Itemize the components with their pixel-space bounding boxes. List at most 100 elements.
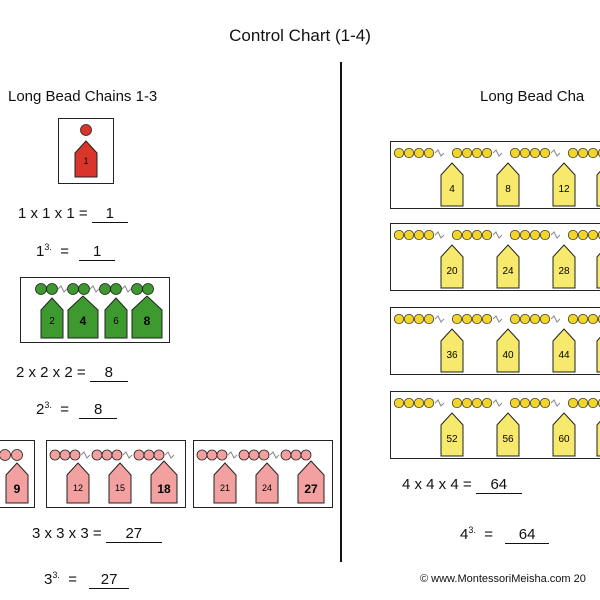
tag-label: 44 <box>558 350 570 361</box>
tag-shape <box>496 328 520 373</box>
tag-label: 24 <box>262 483 272 493</box>
bead-chain-link <box>434 231 445 239</box>
chain-1-multiplication: 1 x 1 x 1 = 1 <box>18 205 128 223</box>
bead <box>403 397 415 409</box>
bead <box>461 397 473 409</box>
tag-shape <box>440 412 464 457</box>
bead <box>567 313 579 325</box>
bead <box>413 313 425 325</box>
bead-chain-link <box>434 149 445 157</box>
bead-chain-link <box>434 315 445 323</box>
tag-label: 15 <box>115 483 125 493</box>
bead-chain-link <box>492 231 503 239</box>
bead <box>471 229 483 241</box>
tag-label: 4 <box>80 314 87 328</box>
bead-chain-link <box>550 149 561 157</box>
bead <box>587 397 599 409</box>
bead <box>451 313 463 325</box>
bead-chain-link <box>434 399 445 407</box>
bead <box>577 313 589 325</box>
bead <box>529 229 541 241</box>
bead <box>577 397 589 409</box>
bead <box>509 313 521 325</box>
tag-shape <box>596 170 600 207</box>
tag-shape <box>552 244 576 289</box>
bead <box>567 397 579 409</box>
chain-3-cube: 33. = 27 <box>44 570 130 589</box>
chain-1-cube-answer: 1 <box>79 243 116 261</box>
bead <box>577 229 589 241</box>
tag-shape <box>496 412 520 457</box>
chain-3-cube-answer: 27 <box>89 571 130 589</box>
tag-label: 56 <box>502 434 514 445</box>
bead <box>451 229 463 241</box>
bead <box>509 397 521 409</box>
page-title: Control Chart (1-4) <box>229 26 371 45</box>
chain-3-graphic-2: 12 15 18 <box>49 449 178 504</box>
chain-2-graphic: 2 4 6 8 <box>35 283 163 339</box>
chain-4-row-4: 52 56 60 <box>390 391 600 459</box>
bead <box>509 147 521 159</box>
bead <box>461 313 473 325</box>
tag-label: 9 <box>14 482 21 496</box>
bead-chain-link <box>492 149 503 157</box>
chain-4-multiplication: 4 x 4 x 4 = 64 <box>402 476 522 494</box>
bead <box>519 313 531 325</box>
bead <box>471 397 483 409</box>
bead <box>471 313 483 325</box>
chain-4-answer: 64 <box>475 476 522 494</box>
bead-chain-link <box>492 399 503 407</box>
tag-label: 60 <box>558 434 570 445</box>
chain-4-cube-answer: 64 <box>505 526 550 544</box>
chain-2-cube-answer: 8 <box>79 401 118 419</box>
bead <box>587 147 599 159</box>
tag-shape <box>74 140 98 178</box>
left-section-heading: Long Bead Chains 1-3 <box>8 88 158 105</box>
bead <box>481 313 493 325</box>
tag-shape <box>596 336 600 373</box>
bead <box>539 313 551 325</box>
chain-3-multiplication: 3 x 3 x 3 = 27 <box>32 525 162 543</box>
chain-1-card: 1 <box>58 118 114 184</box>
bead <box>529 313 541 325</box>
chain-3-card-2: 12 15 18 <box>46 440 186 508</box>
chain-1-graphic: 1 <box>74 124 98 178</box>
chain-1-answer: 1 <box>91 205 128 223</box>
bead-chain-link <box>550 231 561 239</box>
bead <box>393 229 405 241</box>
chain-3-graphic-1: 9 <box>0 449 29 504</box>
bead <box>567 229 579 241</box>
bead <box>577 147 589 159</box>
bead <box>481 229 493 241</box>
bead <box>587 229 599 241</box>
bead <box>451 397 463 409</box>
chain-4-row-graphic: 52 56 60 <box>393 397 600 457</box>
tag-shape <box>596 420 600 457</box>
chain-4-cube: 43. = 64 <box>460 525 550 544</box>
tag-label: 40 <box>502 350 514 361</box>
tag-shape <box>440 162 464 207</box>
bead <box>423 397 435 409</box>
copyright-footer: © www.MontessoriMeisha.com 20 <box>420 573 586 585</box>
tag-label: 8 <box>505 184 511 195</box>
tag-label: 4 <box>449 184 455 195</box>
bead <box>481 397 493 409</box>
tag-label: 52 <box>446 434 458 445</box>
chain-3-graphic-3: 21 24 27 <box>196 449 325 504</box>
bead <box>509 229 521 241</box>
tag-shape <box>496 244 520 289</box>
center-divider <box>340 62 342 562</box>
bead <box>413 229 425 241</box>
chain-3-answer: 27 <box>105 525 162 543</box>
bead <box>461 147 473 159</box>
tag-shape <box>440 244 464 289</box>
tag-label: 24 <box>502 266 514 277</box>
bead-chain-link <box>550 399 561 407</box>
bead <box>413 397 425 409</box>
tag-label: 18 <box>157 482 171 496</box>
tag-label: 8 <box>144 314 151 328</box>
chain-2-multiplication: 2 x 2 x 2 = 8 <box>16 364 128 382</box>
tag-label: 6 <box>113 316 119 327</box>
